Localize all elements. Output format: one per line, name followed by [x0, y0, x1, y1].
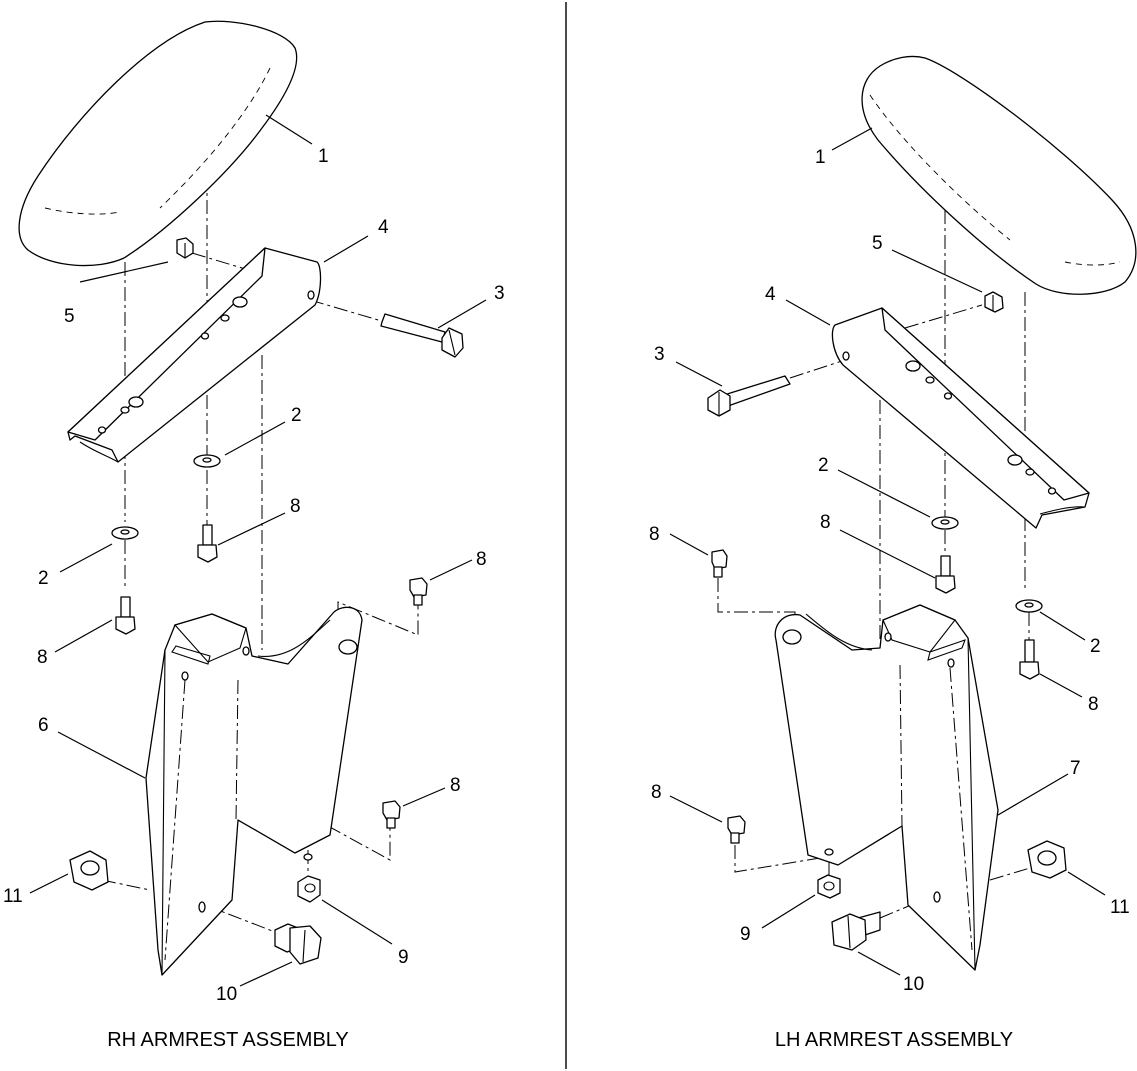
- lh-caption: LH ARMREST ASSEMBLY: [775, 1029, 1013, 1051]
- rh-callout-washer-upper: 2: [291, 405, 302, 426]
- rh-callout-bracket: 4: [378, 217, 389, 238]
- rh-callout-nut-11: 11: [3, 886, 23, 907]
- lh-callout-screw-lower: 8: [1088, 694, 1099, 715]
- lh-armrest-pad: [861, 55, 1137, 295]
- rh-support-plate: [145, 606, 363, 976]
- lh-washer-lower: [1015, 599, 1043, 613]
- lh-callout-screw-side-lower: 8: [651, 782, 662, 803]
- rh-screw-lower: [115, 596, 136, 635]
- rh-callout-nut-5: 5: [64, 306, 75, 327]
- lh-callout-bolt-3: 3: [654, 344, 665, 365]
- lh-hex-bolt-10: [831, 911, 881, 951]
- lh-callout-nut-5: 5: [872, 233, 883, 254]
- rh-callout-screw-upper: 8: [290, 496, 301, 517]
- rh-leader-lines: [29, 114, 487, 987]
- lh-callout-washer-lower: 2: [1090, 636, 1101, 657]
- rh-washer-upper: [193, 454, 221, 468]
- rh-screw-side-upper: [409, 577, 428, 606]
- lh-screw-upper: [935, 555, 956, 594]
- lh-callout-screw-upper: 8: [820, 512, 831, 533]
- rh-callout-bolt-3: 3: [494, 283, 505, 304]
- rh-mounting-bracket: [67, 247, 322, 463]
- rh-nut-5: [176, 237, 194, 259]
- rh-screw-upper: [197, 524, 218, 563]
- lh-nut-5: [984, 291, 1004, 313]
- lh-washer-upper: [931, 516, 959, 530]
- rh-callout-screw-side-lower: 8: [450, 775, 461, 796]
- rh-callout-locknut-9: 9: [398, 947, 409, 968]
- rh-callout-pad: 1: [318, 146, 329, 167]
- lh-callout-pad: 1: [815, 147, 826, 168]
- lh-leader-lines: [669, 127, 1106, 976]
- lh-callout-screw-side-upper: 8: [649, 524, 660, 545]
- lh-bolt-3: [707, 375, 791, 417]
- rh-armrest-pad: [18, 20, 298, 267]
- lh-callout-locknut-9: 9: [740, 924, 751, 945]
- lh-callouts: 1 5 4 3 2 8 8 2 8 7 8 9 11 10: [649, 147, 1130, 995]
- lh-armrest-assembly: 1 5 4 3 2 8 8 2 8 7 8 9 11 10 LH ARMREST…: [649, 55, 1137, 1051]
- rh-locknut-9: [297, 875, 321, 903]
- lh-mounting-bracket: [831, 307, 1090, 529]
- lh-screw-side-upper: [711, 549, 728, 578]
- rh-callout-support-plate: 6: [38, 715, 49, 736]
- lh-callout-washer-upper: 2: [818, 455, 829, 476]
- rh-caption: RH ARMREST ASSEMBLY: [107, 1029, 349, 1051]
- lh-screw-side-lower: [727, 815, 746, 844]
- rh-nut-11: [69, 850, 109, 891]
- lh-locknut-9: [817, 874, 841, 899]
- rh-callout-screw-lower: 8: [37, 647, 48, 668]
- lh-callout-hex-bolt-10: 10: [903, 974, 924, 995]
- lh-callout-bracket: 4: [765, 284, 776, 305]
- rh-callout-washer-lower: 2: [38, 568, 49, 589]
- rh-screw-side-lower: [382, 800, 401, 829]
- lh-nut-11: [1027, 840, 1067, 879]
- rh-callouts: 1 4 5 3 2 8 8 2 8 6 8 11 9 10: [3, 146, 505, 1005]
- rh-callout-screw-side-upper: 8: [476, 549, 487, 570]
- lh-screw-lower: [1019, 639, 1040, 680]
- lh-callout-support-plate: 7: [1070, 758, 1081, 779]
- rh-bolt-3: [380, 313, 464, 358]
- rh-armrest-assembly: 1 4 5 3 2 8 8 2 8 6 8 11 9 10 RH ARMREST…: [3, 20, 505, 1051]
- lh-callout-nut-11: 11: [1110, 897, 1130, 918]
- lh-support-plate: [774, 604, 999, 971]
- rh-callout-hex-bolt-10: 10: [216, 984, 237, 1005]
- rh-washer-lower: [111, 526, 139, 540]
- rh-hex-bolt-10: [274, 923, 322, 965]
